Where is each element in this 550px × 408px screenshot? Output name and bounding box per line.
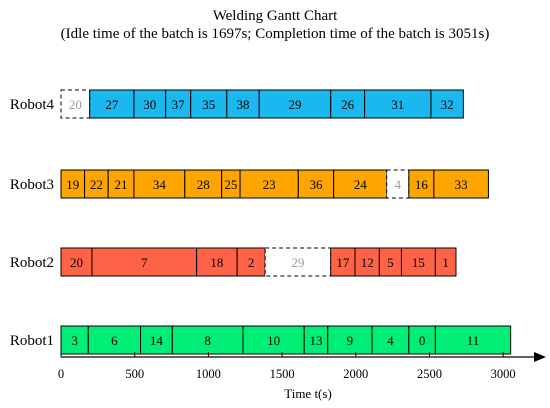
x-axis-arrow [534, 352, 546, 362]
task-label: 36 [309, 177, 323, 192]
gantt-row-robot2: Robot2 20 7 18 2 29 17 12 5 15 1 [10, 247, 457, 277]
task-label: 5 [387, 255, 394, 270]
task-block [297, 169, 335, 199]
x-axis-ticks: 0 500 1000 1500 2000 2500 3000 [58, 352, 516, 381]
task-label: 17 [336, 255, 350, 270]
task-label: 13 [309, 333, 322, 348]
task-block [226, 89, 260, 119]
gantt-row-robot4: Robot4 20 27 30 37 35 38 29 26 31 32 [10, 89, 464, 119]
task-block [434, 325, 512, 355]
row-label: Robot4 [10, 97, 55, 113]
task-label: 3 [71, 333, 78, 348]
task-label: 24 [354, 177, 368, 192]
task-label: 30 [143, 97, 156, 112]
idle-block [264, 247, 332, 277]
task-label: 11 [467, 333, 480, 348]
task-label: 26 [341, 97, 355, 112]
task-block [60, 325, 89, 355]
task-block [239, 169, 299, 199]
task-block [333, 169, 388, 199]
task-label: 35 [202, 97, 215, 112]
task-block [408, 325, 436, 355]
task-label: 2 [248, 255, 255, 270]
chart-subtitle: (Idle time of the batch is 1697s; Comple… [60, 26, 490, 42]
task-label: 14 [150, 333, 164, 348]
task-block [364, 89, 432, 119]
x-axis: 0 500 1000 1500 2000 2500 3000 Time t(s) [58, 352, 546, 401]
task-block [236, 247, 266, 277]
task-label: 29 [288, 97, 301, 112]
task-label: 28 [197, 177, 210, 192]
task-label: 34 [153, 177, 167, 192]
task-label: 31 [391, 97, 404, 112]
x-tick-label: 1000 [196, 367, 221, 381]
task-label: 9 [347, 333, 354, 348]
task-block [354, 247, 380, 277]
task-label: 7 [141, 255, 148, 270]
task-block [196, 247, 238, 277]
task-block [433, 169, 489, 199]
gantt-row-robot3: Robot3 19 22 21 34 28 25 23 36 24 4 16 33 [10, 169, 489, 199]
task-label: 1 [442, 255, 449, 270]
task-label: 16 [415, 177, 429, 192]
x-tick-label: 2500 [417, 367, 442, 381]
task-block [434, 247, 457, 277]
task-block [400, 247, 436, 277]
row-label: Robot1 [10, 333, 54, 349]
task-label: 18 [210, 255, 223, 270]
x-axis-label: Time t(s) [284, 386, 332, 401]
task-block [171, 325, 244, 355]
task-label: 6 [111, 333, 118, 348]
task-label: 38 [237, 97, 250, 112]
task-label: 22 [90, 177, 103, 192]
task-label: 27 [105, 97, 119, 112]
row-label: Robot2 [10, 255, 54, 271]
task-label: 20 [69, 97, 82, 112]
x-tick-label: 1500 [270, 367, 295, 381]
task-block [140, 325, 173, 355]
task-label: 25 [224, 177, 237, 192]
task-block [133, 169, 186, 199]
task-label: 8 [204, 333, 211, 348]
task-label: 0 [419, 333, 426, 348]
task-block [165, 89, 192, 119]
x-tick-label: 500 [125, 367, 144, 381]
gantt-row-robot1: Robot1 3 6 14 8 10 13 9 4 0 11 [10, 325, 512, 355]
task-block [258, 89, 332, 119]
task-label: 33 [455, 177, 468, 192]
task-block [242, 325, 305, 355]
x-tick-label: 3000 [491, 367, 516, 381]
task-label: 32 [441, 97, 454, 112]
task-label: 19 [66, 177, 79, 192]
task-label: 10 [267, 333, 280, 348]
task-block [330, 89, 366, 119]
task-label: 23 [263, 177, 276, 192]
task-label: 15 [412, 255, 425, 270]
x-tick-label: 2000 [343, 367, 368, 381]
task-label: 37 [172, 97, 186, 112]
task-label: 29 [291, 255, 304, 270]
task-label: 20 [70, 255, 83, 270]
x-tick-label: 0 [58, 367, 64, 381]
task-label: 12 [361, 255, 374, 270]
task-label: 21 [115, 177, 128, 192]
task-block [133, 89, 167, 119]
task-block [430, 89, 464, 119]
task-label: 4 [387, 333, 394, 348]
task-block [190, 89, 228, 119]
chart-title: Welding Gantt Chart [212, 8, 338, 24]
task-label: 4 [395, 177, 402, 192]
row-label: Robot3 [10, 177, 54, 193]
idle-block [60, 89, 91, 119]
